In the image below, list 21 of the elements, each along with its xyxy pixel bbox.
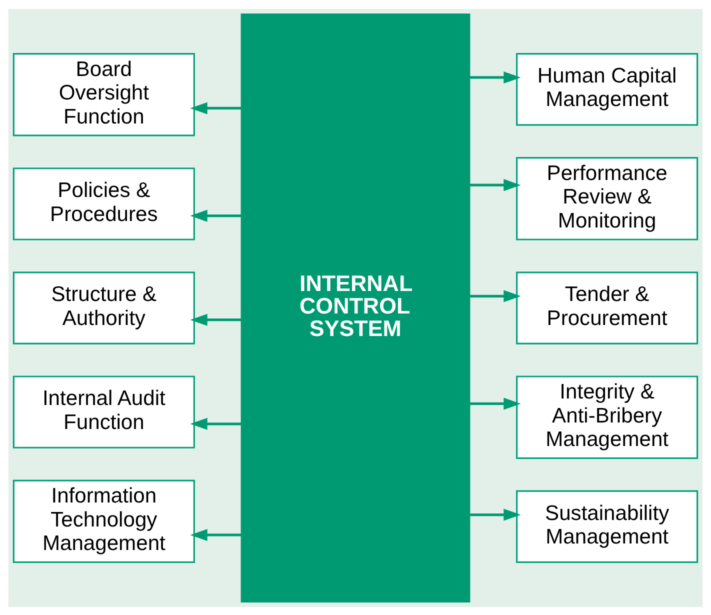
node-box: Structure & Authority [12,271,195,344]
arrow [190,313,242,326]
node-box: Tender & Procurement [516,271,698,344]
node-box: Policies & Procedures [12,167,195,240]
arrow [470,70,521,83]
arrow [470,178,521,191]
arrow [470,397,521,410]
arrow [190,528,242,540]
arrow [190,209,242,222]
node-box: Sustainability Management [516,490,698,562]
node-box: Performance Review & Monitoring [516,156,698,240]
node-box: Human Capital Management [516,52,698,126]
node-box: Internal Audit Function [12,375,195,448]
arrow [190,417,242,430]
arrow [470,290,521,302]
node-box: Integrity & Anti-Bribery Management [516,375,698,458]
arrow [470,508,521,520]
node-box: INTERNAL CONTROL SYSTEM [240,12,470,602]
node-box: Board Oversight Function [12,52,195,136]
node-box: Information Technology Management [12,479,195,562]
arrow [190,102,242,114]
